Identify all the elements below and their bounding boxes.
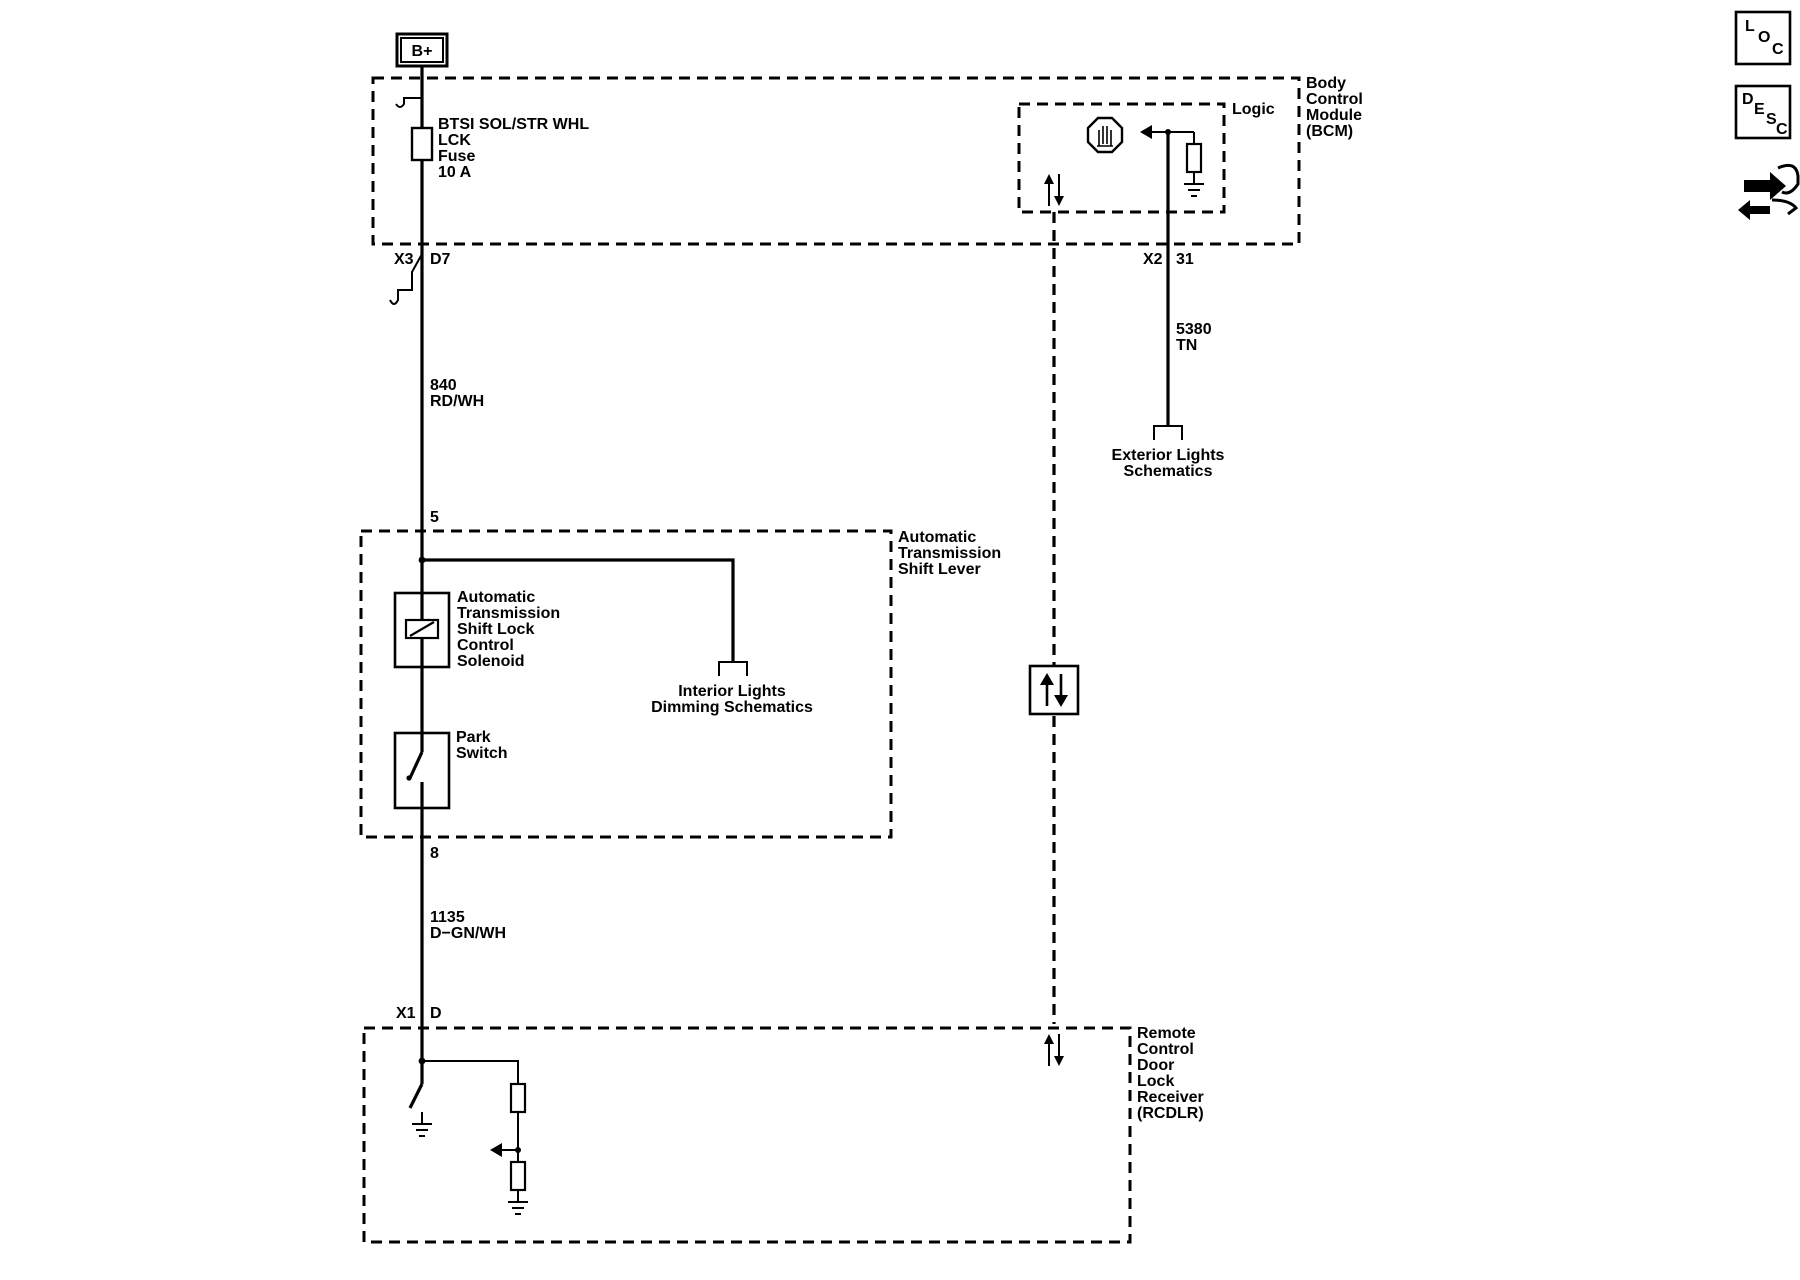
ground-icon (1184, 183, 1204, 197)
loc-letter-o: O (1758, 29, 1770, 46)
wire-5380-color: TN (1176, 337, 1197, 354)
logic-input-arrow (1140, 125, 1152, 139)
interior-lights-line-2: Dimming Schematics (651, 699, 813, 716)
rcdlr-sense-arrow (490, 1143, 502, 1157)
pin-5-label: 5 (430, 509, 439, 526)
serial-data-arrows-icon (1044, 1034, 1064, 1066)
solenoid-label-line-1: Automatic (457, 589, 535, 606)
pin-d-label: D (430, 1005, 442, 1022)
wire-840-number: 840 (430, 377, 457, 394)
connector-repair-icon[interactable] (1738, 163, 1800, 220)
serial-data-arrows-icon (1044, 174, 1064, 206)
fuse-hook-symbol (395, 97, 422, 108)
solenoid-coil-icon (393, 591, 451, 669)
description-button[interactable]: D E S C (1734, 84, 1792, 140)
shift-lever-name: Automatic Transmission Shift Lever (898, 529, 1001, 578)
interior-lights-line-1: Interior Lights (678, 683, 786, 700)
rcdlr-name-line-3: Door (1137, 1057, 1174, 1074)
bcm-outline (371, 76, 1301, 246)
logic-outline (1017, 102, 1226, 214)
shift-lever-name-line-1: Automatic (898, 529, 976, 546)
serial-data-arrows-icon (1028, 664, 1080, 716)
rcdlr-outline (362, 1026, 1132, 1244)
logic-label: Logic (1232, 101, 1275, 118)
desc-letter-e: E (1754, 101, 1765, 118)
wire-840-color: RD/WH (430, 393, 484, 410)
loc-letter-l: L (1745, 18, 1755, 35)
wire-1135-number: 1135 (430, 909, 465, 926)
pin-8-label: 8 (430, 845, 439, 862)
desc-letter-c: C (1776, 121, 1788, 138)
battery-positive-source: B+ (395, 32, 449, 68)
hand-stop-icon (1086, 116, 1124, 154)
rcdlr-name: Remote Control Door Lock Receiver (RCDLR… (1137, 1025, 1204, 1122)
bcm-name-line-4: (BCM) (1306, 123, 1353, 140)
park-switch-label-line-2: Switch (456, 745, 508, 762)
location-button[interactable]: L O C (1734, 10, 1792, 66)
connector-x2-label: X2 (1143, 251, 1163, 268)
rcdlr-name-line-5: Receiver (1137, 1089, 1204, 1106)
solenoid-label-line-5: Solenoid (457, 653, 525, 670)
resistor-icon (509, 1160, 527, 1192)
bcm-name-line-1: Body (1306, 75, 1346, 92)
exterior-lights-reference-bracket (1153, 425, 1183, 440)
interior-lights-branch-wire (422, 558, 735, 662)
solenoid-label-line-3: Shift Lock (457, 621, 534, 638)
fuse-label-line-1: BTSI SOL/STR WHL (438, 116, 589, 133)
resistor-icon (1185, 142, 1203, 174)
resistor-icon (509, 1082, 527, 1114)
ground-icon (508, 1190, 528, 1215)
park-switch-label-line-1: Park (456, 729, 491, 746)
exterior-lights-line-2: Schematics (1124, 463, 1213, 480)
bcm-name: Body Control Module (BCM) (1306, 75, 1363, 140)
switch-icon (393, 731, 451, 810)
rcdlr-name-line-6: (RCDLR) (1137, 1105, 1204, 1122)
bcm-name-line-3: Module (1306, 107, 1362, 124)
rcdlr-name-line-2: Control (1137, 1041, 1194, 1058)
connector-x3-symbol (389, 253, 423, 305)
fuse-label-line-4: 10 A (438, 164, 472, 181)
shift-lever-name-line-2: Transmission (898, 545, 1001, 562)
connector-x3-label: X3 (394, 251, 414, 268)
pin-d7-label: D7 (430, 251, 451, 268)
bcm-name-line-2: Control (1306, 91, 1363, 108)
interior-lights-reference-bracket (718, 661, 748, 676)
desc-letter-d: D (1742, 91, 1754, 108)
rcdlr-internal-switch (408, 1083, 424, 1109)
exterior-lights-line-1: Exterior Lights (1112, 447, 1225, 464)
ground-icon (412, 1112, 432, 1137)
shift-lever-outline (359, 529, 893, 839)
wire-5380-number: 5380 (1176, 321, 1212, 338)
connector-x1-label: X1 (396, 1005, 416, 1022)
fuse-label-line-2: LCK (438, 132, 471, 149)
rcdlr-sense-wire (422, 1060, 519, 1084)
rcdlr-name-line-1: Remote (1137, 1025, 1196, 1042)
solenoid-label-line-2: Transmission (457, 605, 560, 622)
pin-31-label: 31 (1176, 251, 1194, 268)
fuse-label-line-3: Fuse (438, 148, 475, 165)
shift-lever-name-line-3: Shift Lever (898, 561, 981, 578)
loc-letter-c: C (1772, 41, 1784, 58)
b-plus-label: B+ (412, 43, 433, 60)
solenoid-label-line-4: Control (457, 637, 514, 654)
fuse-label: BTSI SOL/STR WHL LCK Fuse 10 A (438, 116, 589, 181)
solenoid-label: Automatic Transmission Shift Lock Contro… (457, 589, 560, 670)
fuse-symbol (410, 126, 434, 162)
wire-1135-color: D−GN/WH (430, 925, 506, 942)
rcdlr-name-line-4: Lock (1137, 1073, 1174, 1090)
desc-letter-s: S (1766, 111, 1777, 128)
